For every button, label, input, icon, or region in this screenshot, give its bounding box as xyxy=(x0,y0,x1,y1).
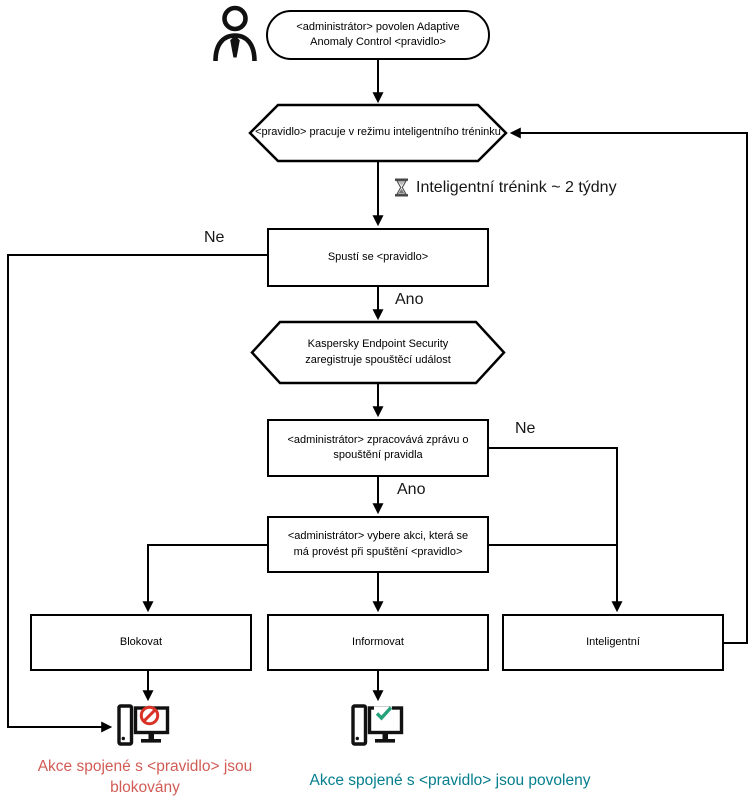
node-action-inform: Informovat xyxy=(267,614,489,671)
edge-trigger-no-to-blocked xyxy=(7,254,267,733)
branch-label-no-right: Ne xyxy=(515,420,536,437)
hourglass-icon xyxy=(394,178,409,197)
hexagon-training-mode xyxy=(248,103,508,163)
training-duration-note: Inteligentní trénink ~ 2 týdny xyxy=(394,178,617,197)
computer-blocked-icon xyxy=(116,701,170,749)
branch-label-yes-second: Ano xyxy=(397,481,426,498)
node-admin-reviews-report: <administrátor> zpracovává zprávu o spou… xyxy=(267,419,489,477)
training-duration-text: Inteligentní trénink ~ 2 týdny xyxy=(416,178,617,196)
hexagon-registers-event xyxy=(250,320,506,385)
outcome-allowed-text: Akce spojené s <pravidlo> jsou povoleny xyxy=(309,772,591,789)
branch-label-no-left: Ne xyxy=(204,229,225,246)
node-start: <administrátor> povolen Adaptive Anomaly… xyxy=(266,10,490,60)
person-icon xyxy=(210,4,260,62)
node-action-block: Blokovat xyxy=(30,614,252,671)
node-training-mode-label: <pravidlo> pracuje v režimu inteligentní… xyxy=(255,126,501,139)
outcome-blocked-text: Akce spojené s <pravidlo> jsou blokovány xyxy=(37,758,253,796)
edge-action-to-block xyxy=(142,544,267,613)
node-registers-event-label: Kaspersky Endpoint Security zaregistruje… xyxy=(305,338,451,366)
edge-smart-feedback-to-training xyxy=(509,127,748,644)
computer-allowed-icon xyxy=(350,701,404,749)
node-admin-selects-action: <administrátor> vybere akci, která se má… xyxy=(267,516,489,573)
node-rule-triggers: Spustí se <pravidlo> xyxy=(267,228,489,287)
node-action-smart: Inteligentní xyxy=(502,614,724,671)
checkmark-icon xyxy=(375,706,393,721)
prohibition-icon xyxy=(139,705,160,726)
branch-label-yes-first: Ano xyxy=(395,291,424,308)
edge-report-no-to-smart xyxy=(489,447,623,613)
